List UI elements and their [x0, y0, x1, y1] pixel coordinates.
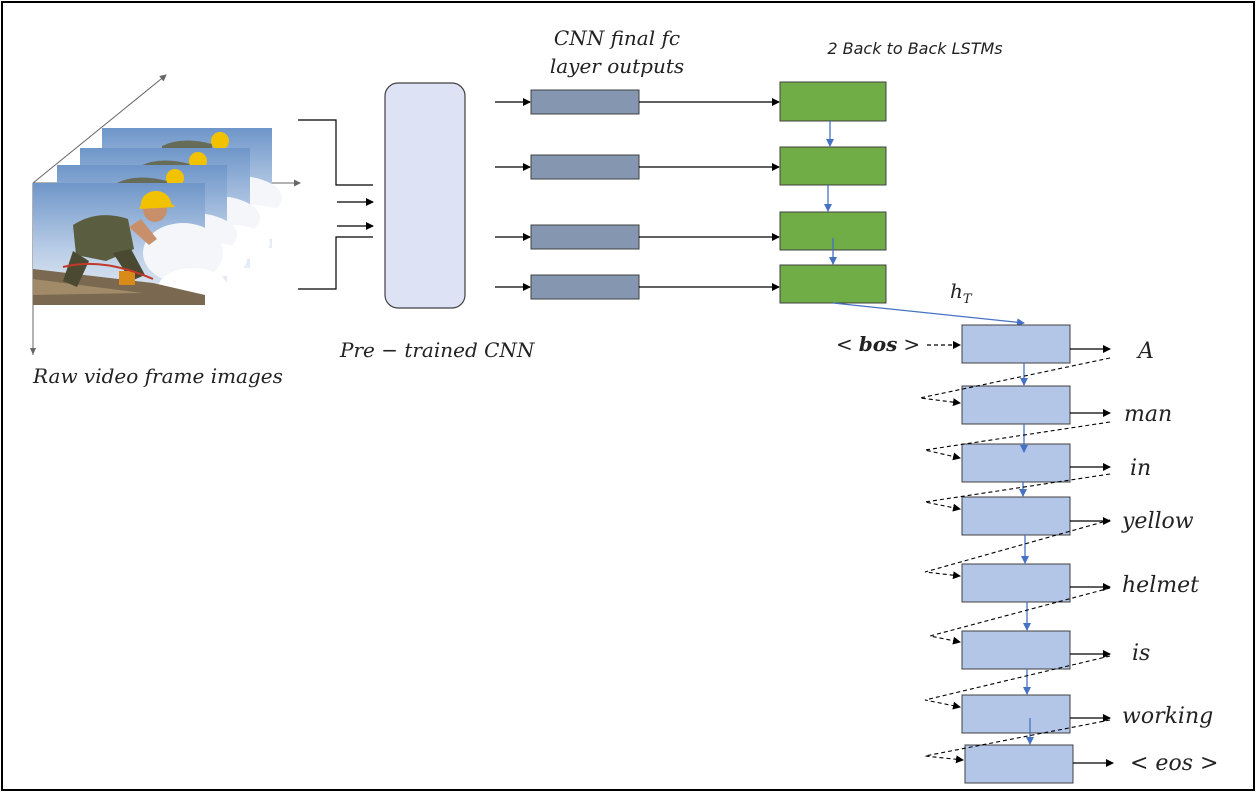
encoder-lstm-cell — [779, 146, 887, 186]
decoder-lstm-cell — [964, 744, 1074, 784]
feedback-dashed-arrow — [924, 421, 1111, 461]
output-word: man — [1124, 402, 1172, 427]
decoder-lstm-cell — [961, 385, 1071, 425]
frame-4 — [102, 128, 292, 248]
feedback-dashed-arrow — [924, 519, 1111, 580]
output-word: helmet — [1122, 573, 1199, 598]
feedback-dashed-arrow — [924, 473, 1111, 512]
cnn-fc-label-line1: CNN final fc — [554, 26, 680, 50]
decoder-lstm-cell — [961, 324, 1071, 364]
svg-text:<bos>: <bos> — [836, 332, 920, 356]
frames-to-cnn-connector — [298, 119, 373, 290]
frame-1 — [33, 183, 228, 308]
fc-row-1 — [495, 89, 780, 115]
output-word: < eos > — [1130, 751, 1218, 776]
hidden-state-label: hT — [950, 279, 973, 307]
raw-frames-label: Raw video frame images — [32, 364, 283, 388]
fc-row-2 — [495, 154, 780, 180]
feedback-dashed-arrow — [924, 719, 1111, 764]
pretrained-cnn-label: Pre − trained CNN — [339, 338, 536, 362]
output-word: in — [1130, 456, 1151, 481]
lstms-label: 2 Back to Back LSTMs — [827, 39, 1002, 58]
fc-output-box — [530, 274, 640, 300]
fc-output-box — [530, 224, 640, 250]
decoder-lstm-cell — [961, 563, 1071, 603]
fc-row-4 — [495, 274, 780, 300]
output-word: yellow — [1121, 509, 1194, 534]
cnn-fc-label-line2: layer outputs — [550, 54, 684, 78]
decoder-stack: A man in yellow helmet is working < eos … — [919, 324, 1218, 784]
fc-output-box — [530, 89, 640, 115]
axis-diagonal — [32, 74, 167, 184]
decoder-lstm-cell — [961, 694, 1071, 734]
feedback-dashed-arrow — [929, 587, 1111, 645]
fc-row-3 — [495, 224, 780, 250]
feedback-dashed-arrow — [919, 357, 1111, 407]
output-word: A — [1136, 339, 1154, 364]
decoder-lstm-cell — [961, 630, 1071, 670]
output-word: is — [1132, 641, 1150, 666]
feedback-dashed-arrow — [924, 655, 1111, 710]
decoder-lstm-cell — [961, 443, 1071, 483]
pretrained-cnn-block — [384, 82, 466, 309]
fc-output-box — [530, 154, 640, 180]
output-word: working — [1122, 704, 1213, 729]
bos-token: <bos> — [836, 332, 961, 356]
hidden-state-arrow — [832, 302, 1025, 327]
video-frames: Raw video frame images — [30, 74, 301, 388]
encoder-lstm-cell — [779, 264, 887, 304]
decoder-lstm-cell — [961, 496, 1071, 536]
encoder-lstm-cell — [779, 81, 887, 122]
